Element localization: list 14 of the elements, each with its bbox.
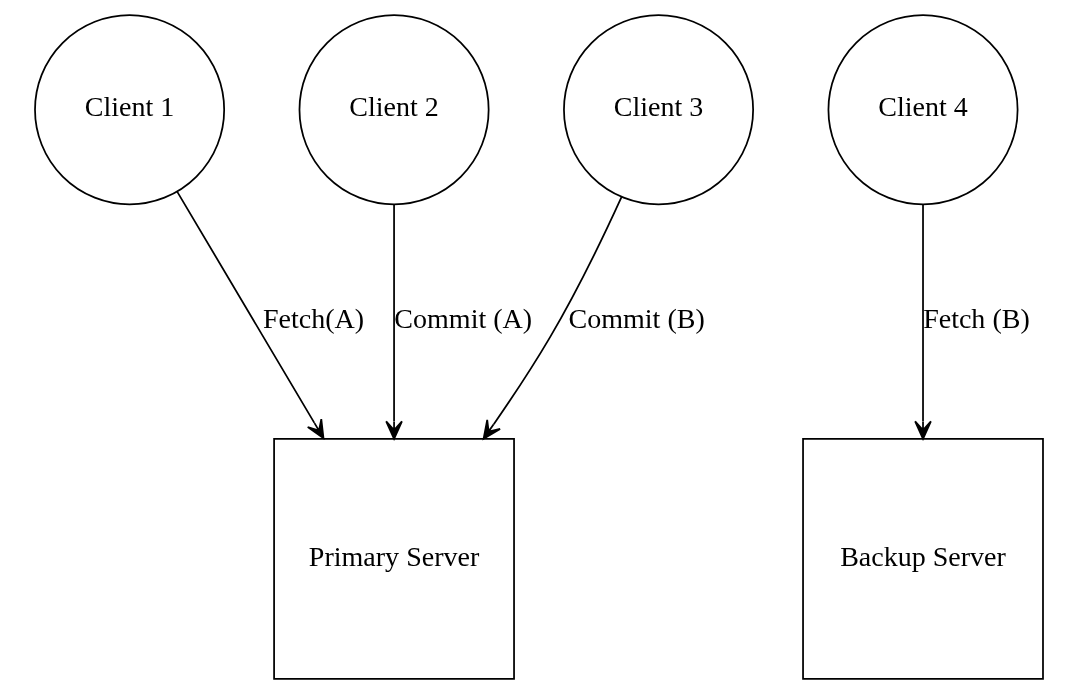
edge-label: Fetch(A)	[262, 303, 365, 335]
node-circle: Client 3	[563, 14, 754, 206]
arrow	[482, 196, 623, 440]
edge-label: Commit (B)	[568, 303, 705, 335]
node-circle: Client 2	[298, 14, 490, 206]
edge-label: Commit (A)	[394, 303, 533, 335]
arrow	[176, 190, 325, 440]
edge-label: Fetch (B)	[923, 303, 1030, 335]
node-circle: Client 4	[827, 14, 1019, 206]
node-box: Backup Server	[802, 438, 1044, 680]
node-circle: Client 1	[34, 14, 226, 206]
arrow	[914, 203, 932, 440]
node-box: Primary Server	[273, 438, 515, 680]
arrow	[385, 203, 403, 440]
